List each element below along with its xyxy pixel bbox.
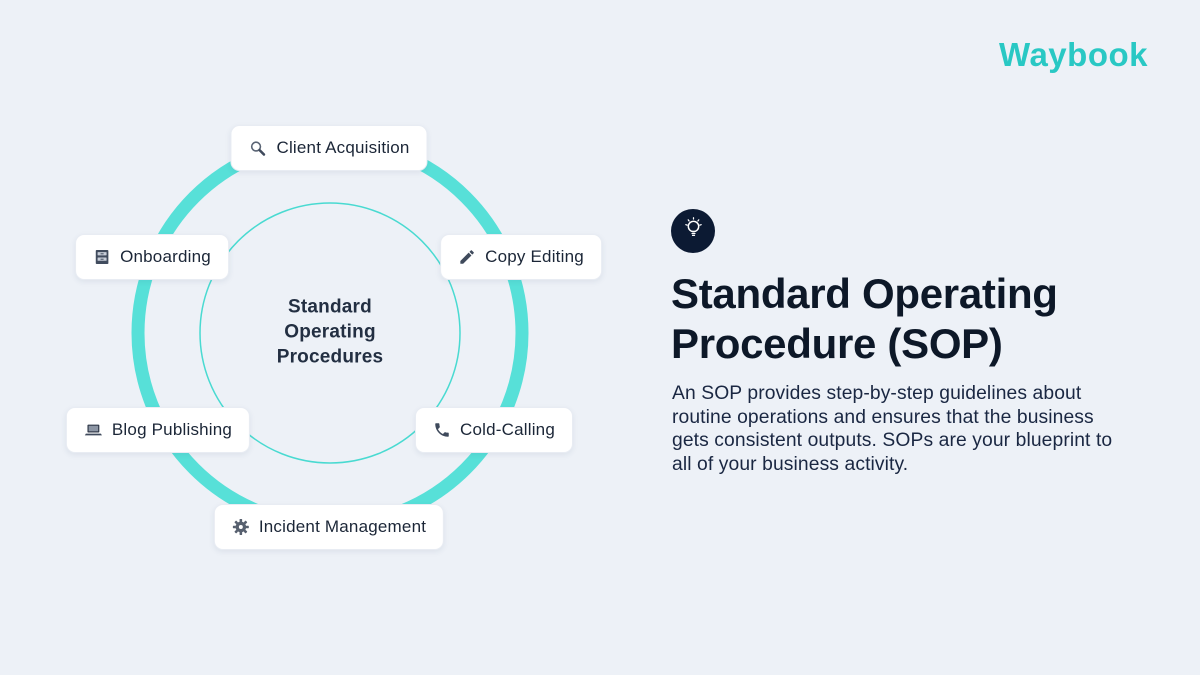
sop-description: An SOP provides step-by-step guidelines …	[672, 383, 1113, 475]
node-cold-calling: Cold-Calling	[415, 407, 573, 453]
node-blog-publishing: Blog Publishing	[65, 407, 251, 453]
waybook-logo: Waybook	[999, 36, 1148, 73]
gear-icon	[232, 518, 250, 536]
phone-icon	[433, 421, 451, 439]
node-client-acquisition: Client Acquisition	[230, 125, 428, 171]
node-copy-editing: Copy Editing	[440, 234, 602, 280]
node-label: Incident Management	[258, 517, 427, 536]
lightbulb-badge	[671, 209, 715, 253]
node-onboarding: Onboarding	[75, 234, 229, 280]
node-incident-management: Incident Management	[213, 504, 445, 550]
lightbulb-icon	[680, 215, 707, 247]
pen-icon	[458, 248, 476, 266]
diagram-center-title: Standard Operating Procedures	[276, 296, 384, 368]
node-label: Copy Editing	[485, 247, 584, 266]
page-title: Standard Operating Procedure (SOP)	[671, 270, 1058, 367]
sop-circle-diagram: Standard Operating Procedures Client Acq…	[65, 125, 602, 550]
node-label: Onboarding	[120, 247, 211, 266]
node-label: Client Acquisition	[276, 138, 410, 157]
laptop-icon	[84, 421, 103, 440]
node-label: Cold-Calling	[460, 420, 555, 439]
magnifier-icon	[248, 139, 267, 158]
file-cabinet-icon	[93, 248, 111, 266]
node-label: Blog Publishing	[111, 420, 233, 439]
